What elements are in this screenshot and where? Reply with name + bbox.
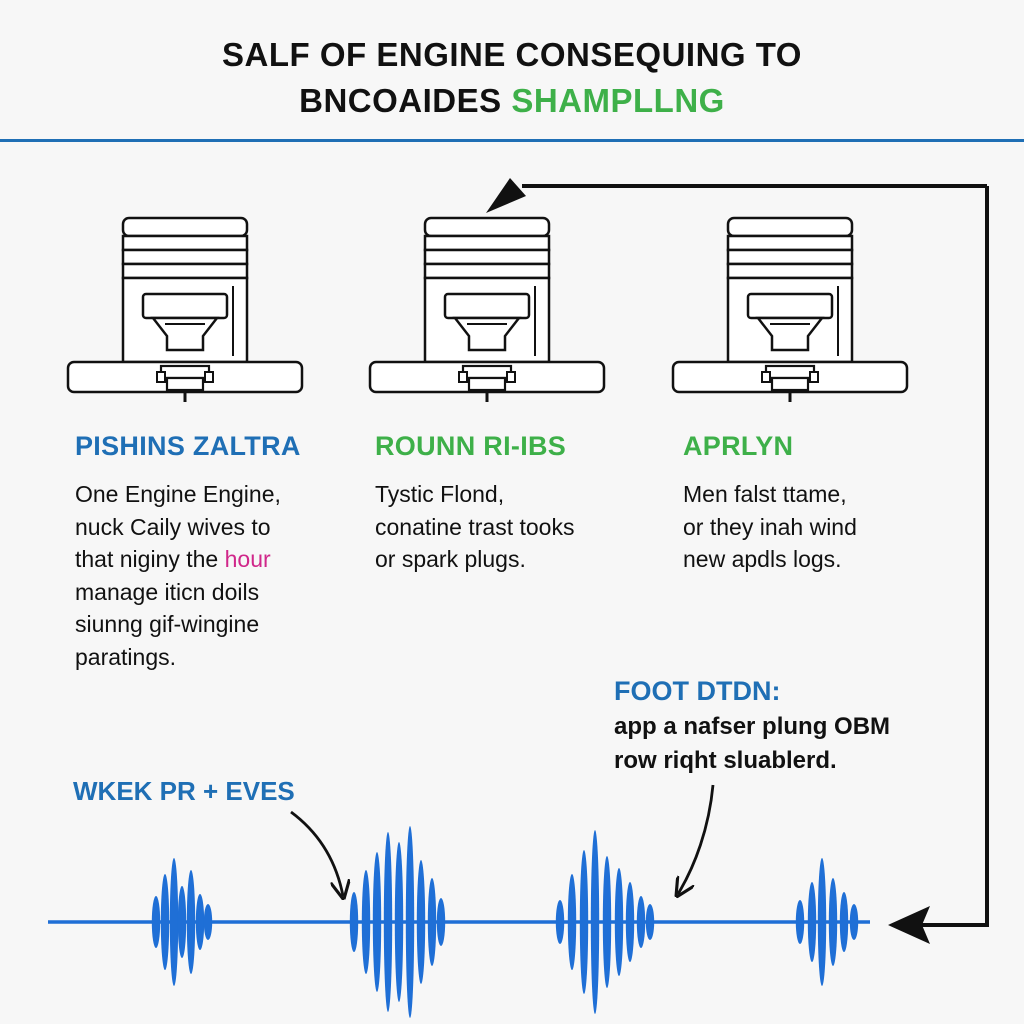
waveform-bursts xyxy=(151,826,859,1018)
title-line-1: SALF OF ENGINE CONSEQUING TO xyxy=(222,36,802,73)
wave-label-arrow xyxy=(290,810,343,896)
wave-spike-4-6 xyxy=(849,904,859,940)
wave-spike-1-6 xyxy=(195,894,205,950)
panel-1-line-4: manage iticn doils xyxy=(75,578,260,605)
panel-1-line-6: paratings. xyxy=(75,643,177,670)
panel-3-line-3: new apdls logs. xyxy=(683,546,842,572)
panel-2-heading: ROUNN RI-IBS xyxy=(375,431,567,461)
wave-spike-3-4 xyxy=(590,830,600,1014)
spark-plug-icon-1 xyxy=(66,216,304,404)
spark-plug-icon-3 xyxy=(671,216,909,404)
panel-3-body: Men falst ttame, or they inah wind new a… xyxy=(683,478,857,576)
wave-spike-3-9 xyxy=(645,904,655,940)
wave-spike-1-7 xyxy=(203,904,213,940)
wave-spike-2-6 xyxy=(405,826,415,1018)
wave-spike-2-5 xyxy=(394,842,404,1002)
feedback-loop-line xyxy=(915,186,989,927)
wave-spike-2-9 xyxy=(436,898,446,946)
wave-spike-2-2 xyxy=(361,870,371,974)
wave-spike-2-4 xyxy=(383,832,393,1012)
feedback-arrowhead-top xyxy=(486,178,526,213)
title-line-2: BNCOAIDES SHAMPLLNG xyxy=(0,82,1024,120)
wave-spike-2-7 xyxy=(416,860,426,984)
wave-spike-2-3 xyxy=(372,852,382,992)
wave-spike-1-3 xyxy=(169,858,179,986)
panel-2-body: Tystic Flond, conatine trast tooks or sp… xyxy=(375,478,574,576)
wave-spike-3-6 xyxy=(614,868,624,976)
panel-3-line-2: or they inah wind xyxy=(683,513,857,540)
panel-1-line-2: nuck Caily wives to xyxy=(75,513,271,540)
wave-spike-2-8 xyxy=(427,878,437,966)
panel-2-line-3: or spark plugs. xyxy=(375,546,526,572)
panel-3-line-1: Men falst ttame, xyxy=(683,481,847,507)
panel-1-line-1: One Engine Engine, xyxy=(75,481,281,507)
foot-body: app a nafser plung OBM row riqht sluable… xyxy=(614,710,890,778)
title-line-2-green: SHAMPLLNG xyxy=(511,82,725,119)
foot-heading: FOOT DTDN: xyxy=(614,676,781,706)
wave-spike-4-5 xyxy=(839,892,849,952)
title-line-2-dark: BNCOAIDES xyxy=(299,82,502,119)
wave-spike-3-1 xyxy=(555,900,565,944)
panel-3-heading: APRLYN xyxy=(683,431,794,461)
wave-spike-3-7 xyxy=(625,882,635,962)
wave-spike-3-5 xyxy=(602,856,612,988)
foot-arrow xyxy=(678,784,715,894)
wave-spike-4-4 xyxy=(828,878,838,966)
wave-spike-1-2 xyxy=(160,874,170,970)
wave-label: WKEK PR + EVES xyxy=(73,776,295,806)
wave-spike-1-1 xyxy=(151,896,161,948)
wave-spike-3-8 xyxy=(636,896,646,948)
spark-plug-icon-2 xyxy=(368,216,606,404)
title-divider xyxy=(0,139,1024,142)
panel-1-heading: PISHINS ZALTRA xyxy=(75,431,301,461)
panel-2-line-2: conatine trast tooks xyxy=(375,513,575,540)
wave-spike-1-5 xyxy=(186,870,196,974)
wave-spike-4-1 xyxy=(795,900,805,944)
wave-spike-3-2 xyxy=(567,874,577,970)
foot-line-2: row riqht sluablerd. xyxy=(614,747,837,774)
panel-1-body: One Engine Engine, nuck Caily wives to t… xyxy=(75,478,281,673)
panel-2-line-1: Tystic Flond, xyxy=(375,481,505,507)
feedback-arrowhead-right xyxy=(888,906,930,944)
wave-spike-2-1 xyxy=(349,892,359,952)
foot-line-1: app a nafser plung OBM xyxy=(614,713,891,740)
panel-1-line-3: that niginy the hour xyxy=(75,543,281,576)
wave-spike-1-4 xyxy=(177,886,187,958)
wave-spike-4-3 xyxy=(817,858,827,986)
panel-1-line-3-text: that niginy the xyxy=(75,546,219,572)
panel-1-line-5: siunng gif-wingine xyxy=(75,611,260,637)
wave-spike-3-3 xyxy=(579,850,589,994)
panel-1-highlight: hour xyxy=(224,546,271,572)
wave-spike-4-2 xyxy=(807,882,817,962)
